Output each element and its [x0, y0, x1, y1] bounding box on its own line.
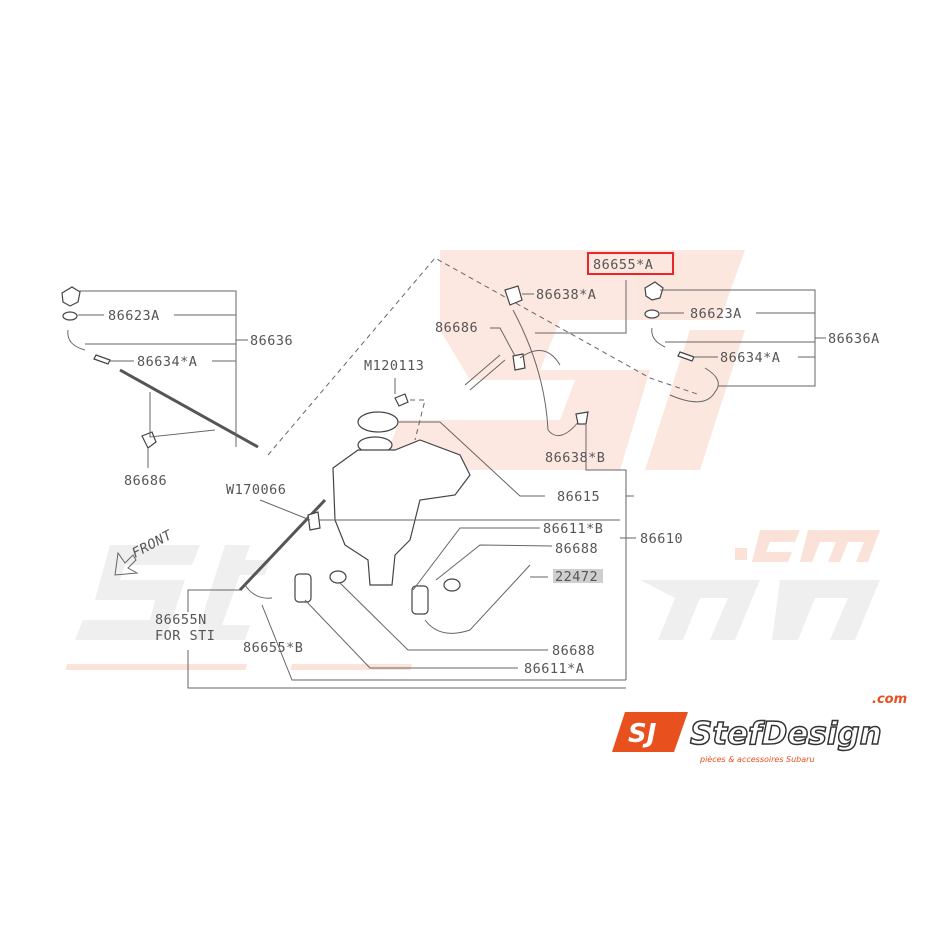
part-label-86623a-right[interactable]: 86623A	[690, 306, 742, 322]
watermark-tagline-graphic	[65, 664, 413, 670]
for-sti-note: FOR STI	[155, 628, 215, 644]
washer-tank	[310, 378, 620, 586]
part-label-86636a[interactable]: 86636A	[828, 331, 880, 347]
center-hose-assembly	[464, 280, 636, 680]
part-label-m120113[interactable]: M120113	[364, 358, 424, 374]
part-label-86636[interactable]: 86636	[250, 333, 293, 349]
part-label-86623a-left[interactable]: 86623A	[108, 308, 160, 324]
part-label-86611a[interactable]: 86611*A	[524, 661, 584, 677]
part-label-86686-left[interactable]: 86686	[124, 473, 167, 489]
front-arrow-icon	[114, 551, 139, 576]
part-label-22472[interactable]: 22472	[555, 569, 598, 585]
logo-domain: .com	[872, 692, 907, 707]
part-label-86655b[interactable]: 86655*B	[243, 640, 303, 656]
part-label-86688-b[interactable]: 86688	[552, 643, 595, 659]
logo-brand: StefDesign	[690, 716, 882, 752]
part-label-86634a-right[interactable]: 86634*A	[720, 350, 780, 366]
watermark-brand-graphic	[75, 545, 880, 640]
watermark-domain-graphic	[735, 530, 880, 562]
part-label-86634a-left[interactable]: 86634*A	[137, 354, 197, 370]
part-label-86655n[interactable]: 86655N	[155, 612, 207, 628]
part-label-86611b[interactable]: 86611*B	[543, 521, 603, 537]
part-label-86688-a[interactable]: 86688	[555, 541, 598, 557]
part-label-86638a[interactable]: 86638*A	[536, 287, 596, 303]
part-label-86686-top[interactable]: 86686	[435, 320, 478, 336]
logo-mark: SJ	[628, 719, 657, 749]
logo-tagline: pièces & accessoires Subaru	[699, 754, 815, 764]
part-label-86655a[interactable]: 86655*A	[593, 257, 653, 273]
highlight-box	[587, 252, 674, 275]
watermark-sj-logo	[380, 250, 745, 470]
part-label-86610[interactable]: 86610	[640, 531, 683, 547]
part-label-86615[interactable]: 86615	[557, 489, 600, 505]
right-nozzle-assembly	[644, 281, 826, 403]
part-22472-highlight	[553, 569, 603, 583]
part-label-86638b[interactable]: 86638*B	[545, 450, 605, 466]
dashed-guide	[267, 257, 701, 456]
stefdesign-logo: SJ StefDesign .com pièces & accessoires …	[612, 692, 907, 764]
pump-assembly	[187, 498, 626, 689]
part-label-w170066[interactable]: W170066	[226, 482, 286, 498]
left-nozzle-assembly	[61, 286, 259, 468]
